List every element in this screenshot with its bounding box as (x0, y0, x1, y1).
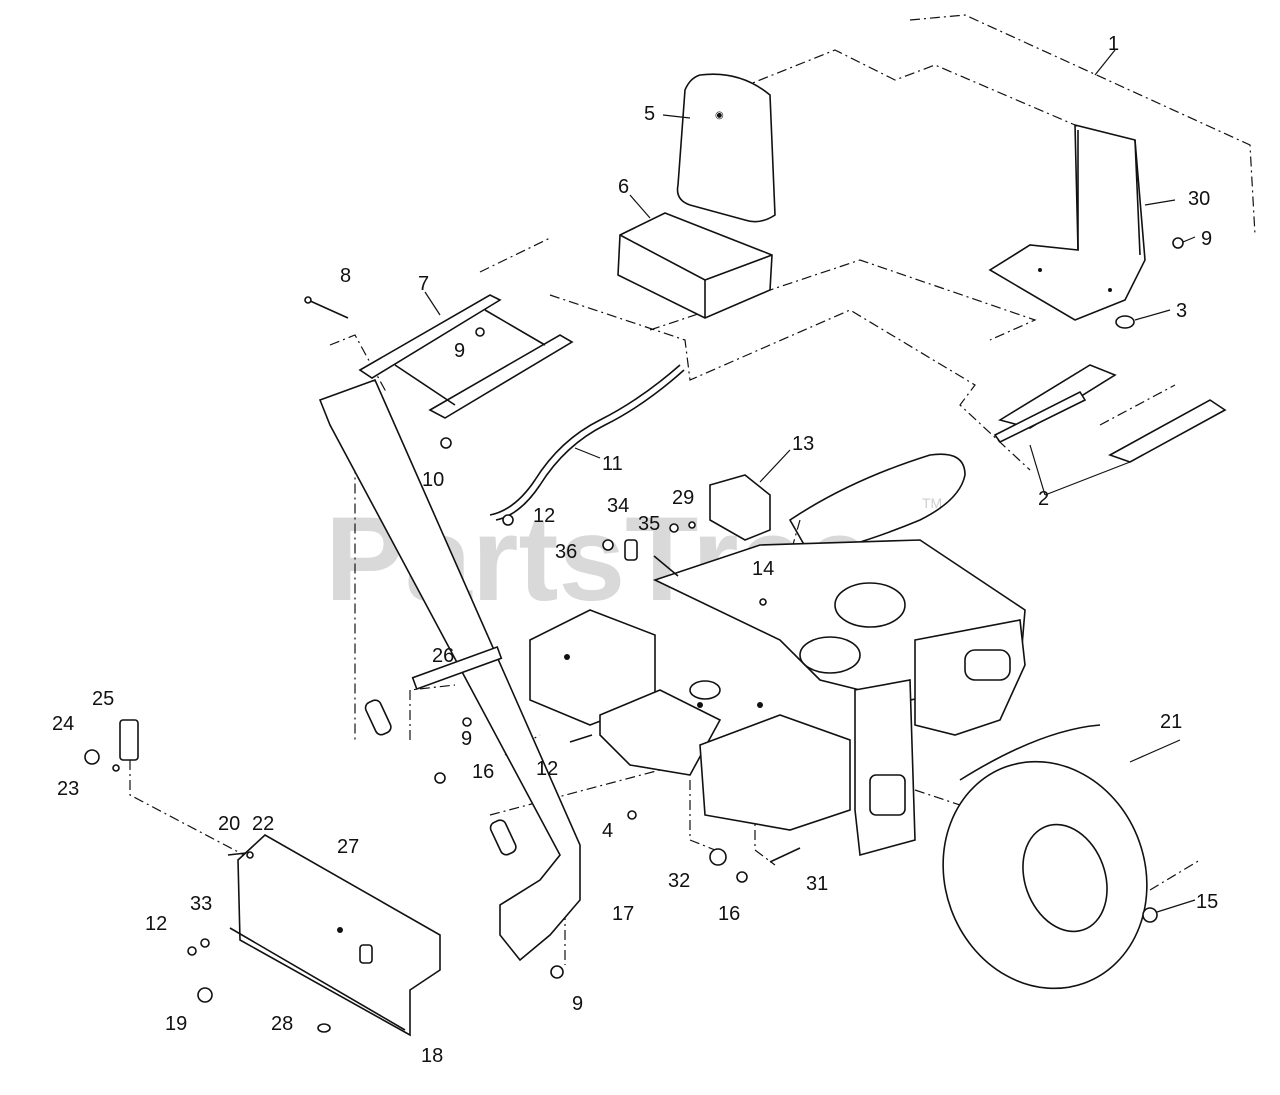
callout-29: 29 (672, 487, 694, 509)
callout-15: 15 (1196, 891, 1218, 913)
callout-labels: 1 2 3 4 5 6 7 8 9 9 9 9 10 11 12 12 12 1… (52, 33, 1218, 1067)
callout-30: 30 (1188, 188, 1210, 210)
callout-7: 7 (418, 273, 429, 295)
foot-plate (229, 834, 441, 1037)
callout-26: 26 (432, 645, 454, 667)
callout-16-b: 16 (718, 903, 740, 925)
callout-10: 10 (422, 469, 444, 491)
callout-12-a: 12 (533, 505, 555, 527)
callout-21: 21 (1160, 711, 1182, 733)
seat-slide-rails (993, 364, 1227, 463)
callout-6: 6 (618, 176, 629, 198)
callout-19: 19 (165, 1013, 187, 1035)
callout-9-d: 9 (572, 993, 583, 1015)
main-frame (529, 539, 1026, 857)
bracket-13 (709, 474, 771, 541)
rear-tire (942, 724, 1148, 990)
callout-20: 20 (218, 813, 240, 835)
callout-2: 2 (1038, 488, 1049, 510)
fuel-tank (788, 453, 966, 556)
callout-4: 4 (602, 820, 613, 842)
callout-31: 31 (806, 873, 828, 895)
callout-leaders (424, 49, 1196, 913)
seat-bracket (988, 123, 1146, 321)
callout-18: 18 (421, 1045, 443, 1067)
callout-5: 5 (644, 103, 655, 125)
callout-11: 11 (602, 453, 623, 475)
callout-9-b: 9 (1201, 228, 1212, 250)
callout-12-c: 12 (145, 913, 167, 935)
callout-1: 1 (1108, 33, 1119, 55)
callout-22: 22 (252, 813, 274, 835)
callout-16-a: 16 (472, 761, 494, 783)
callout-8: 8 (340, 265, 351, 287)
bolt-8 (304, 296, 349, 319)
callout-34: 34 (607, 495, 629, 517)
front-cross-member (318, 378, 581, 962)
callout-14: 14 (752, 558, 774, 580)
callout-9-a: 9 (454, 340, 465, 362)
callout-25: 25 (92, 688, 114, 710)
seat-mount-frame (358, 294, 574, 419)
seat-cable (489, 364, 685, 521)
callout-3: 3 (1176, 300, 1187, 322)
callout-36: 36 (555, 541, 577, 563)
callout-12-b: 12 (536, 758, 558, 780)
callout-28: 28 (271, 1013, 293, 1035)
seat-back-logo: ◉ (715, 110, 724, 121)
callout-32: 32 (668, 870, 690, 892)
callout-17: 17 (612, 903, 634, 925)
callout-27: 27 (337, 836, 359, 858)
callout-33: 33 (190, 893, 212, 915)
seat-cushion (617, 212, 773, 319)
callout-23: 23 (57, 778, 79, 800)
hardware (84, 237, 1184, 1033)
callout-35: 35 (638, 513, 660, 535)
seat-back: ◉ (676, 73, 776, 223)
callout-24: 24 (52, 713, 74, 735)
watermark-trademark: TM (922, 495, 942, 511)
callout-9-c: 9 (461, 728, 472, 750)
callout-13: 13 (792, 433, 814, 455)
